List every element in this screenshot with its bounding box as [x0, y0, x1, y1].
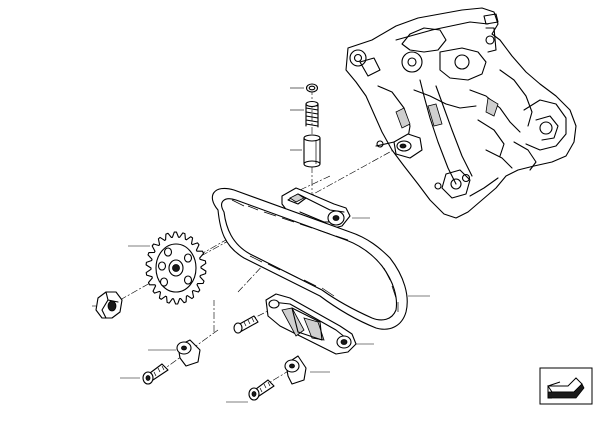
hex-socket-bolt	[142, 363, 169, 385]
roller-chain	[211, 188, 408, 330]
chain-sprocket	[145, 231, 207, 305]
callout-leader-lines	[92, 87, 430, 403]
chain-guide-rail	[265, 293, 357, 355]
bushing	[284, 355, 307, 385]
chain-tensioner-rail	[281, 187, 351, 231]
hex-socket-bolt	[248, 379, 275, 401]
oil-pump-housing	[345, 7, 577, 219]
hex-nut	[95, 291, 123, 319]
hex-socket-bolt	[233, 315, 259, 334]
o-ring	[305, 83, 319, 93]
direction-arrow-icon	[539, 367, 593, 405]
compression-spring	[305, 100, 319, 128]
bushing	[176, 339, 201, 367]
relief-valve-piston	[303, 134, 321, 168]
